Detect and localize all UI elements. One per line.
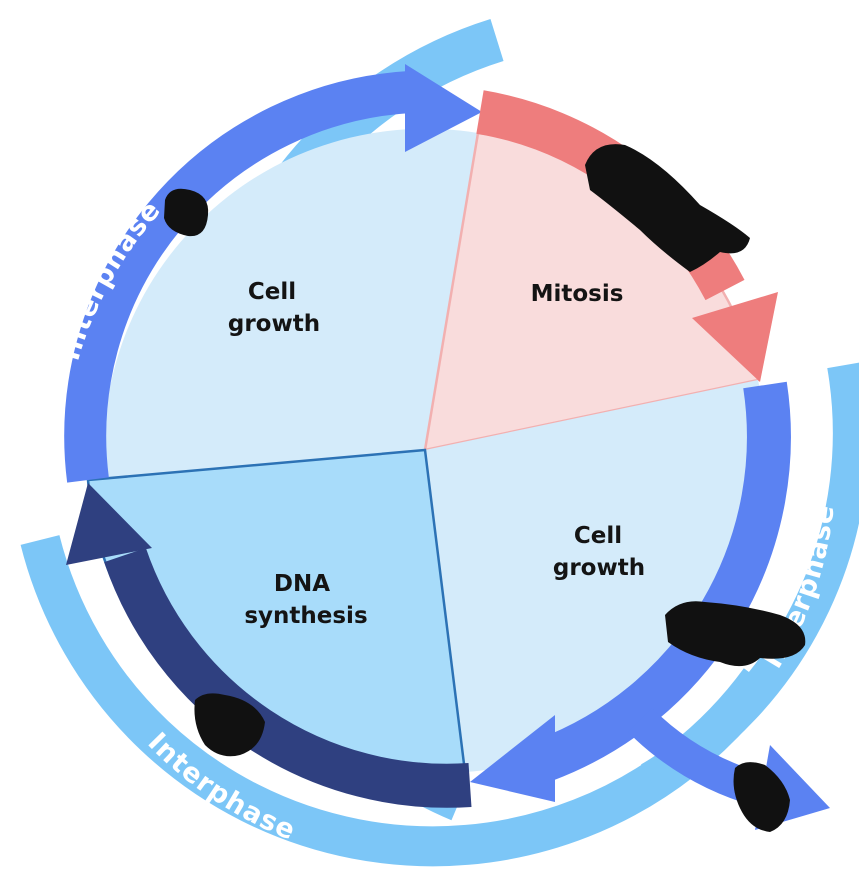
label-mitosis: Mitosis: [531, 281, 624, 307]
label-cell-growth-right: Cell growth: [553, 523, 645, 581]
sector-cell-growth-right: [425, 380, 766, 772]
sector-cell-growth-top: [103, 128, 478, 481]
pie-sectors: [86, 128, 766, 779]
redaction-mark-bottom-left: [194, 693, 265, 757]
redaction-mark-top-left: [164, 188, 209, 237]
redaction-mark-exit-arrow: [733, 762, 790, 832]
growth-arrow-top-head: [405, 64, 482, 152]
growth-arrow-right-head: [470, 715, 555, 802]
label-cell-growth-top: Cell growth: [228, 279, 320, 337]
label-dna-synthesis: DNA synthesis: [244, 571, 367, 629]
dna-arrow-head: [66, 483, 152, 565]
redaction-mark-right: [665, 601, 806, 667]
redaction-mark-mitosis: [585, 144, 750, 272]
outer-ring-segment-right: [641, 362, 859, 796]
redaction-marks: [164, 144, 806, 832]
sector-labels: Cell growth Mitosis Cell growth DNA synt…: [228, 279, 645, 629]
mitosis-arrow-head: [692, 292, 778, 382]
